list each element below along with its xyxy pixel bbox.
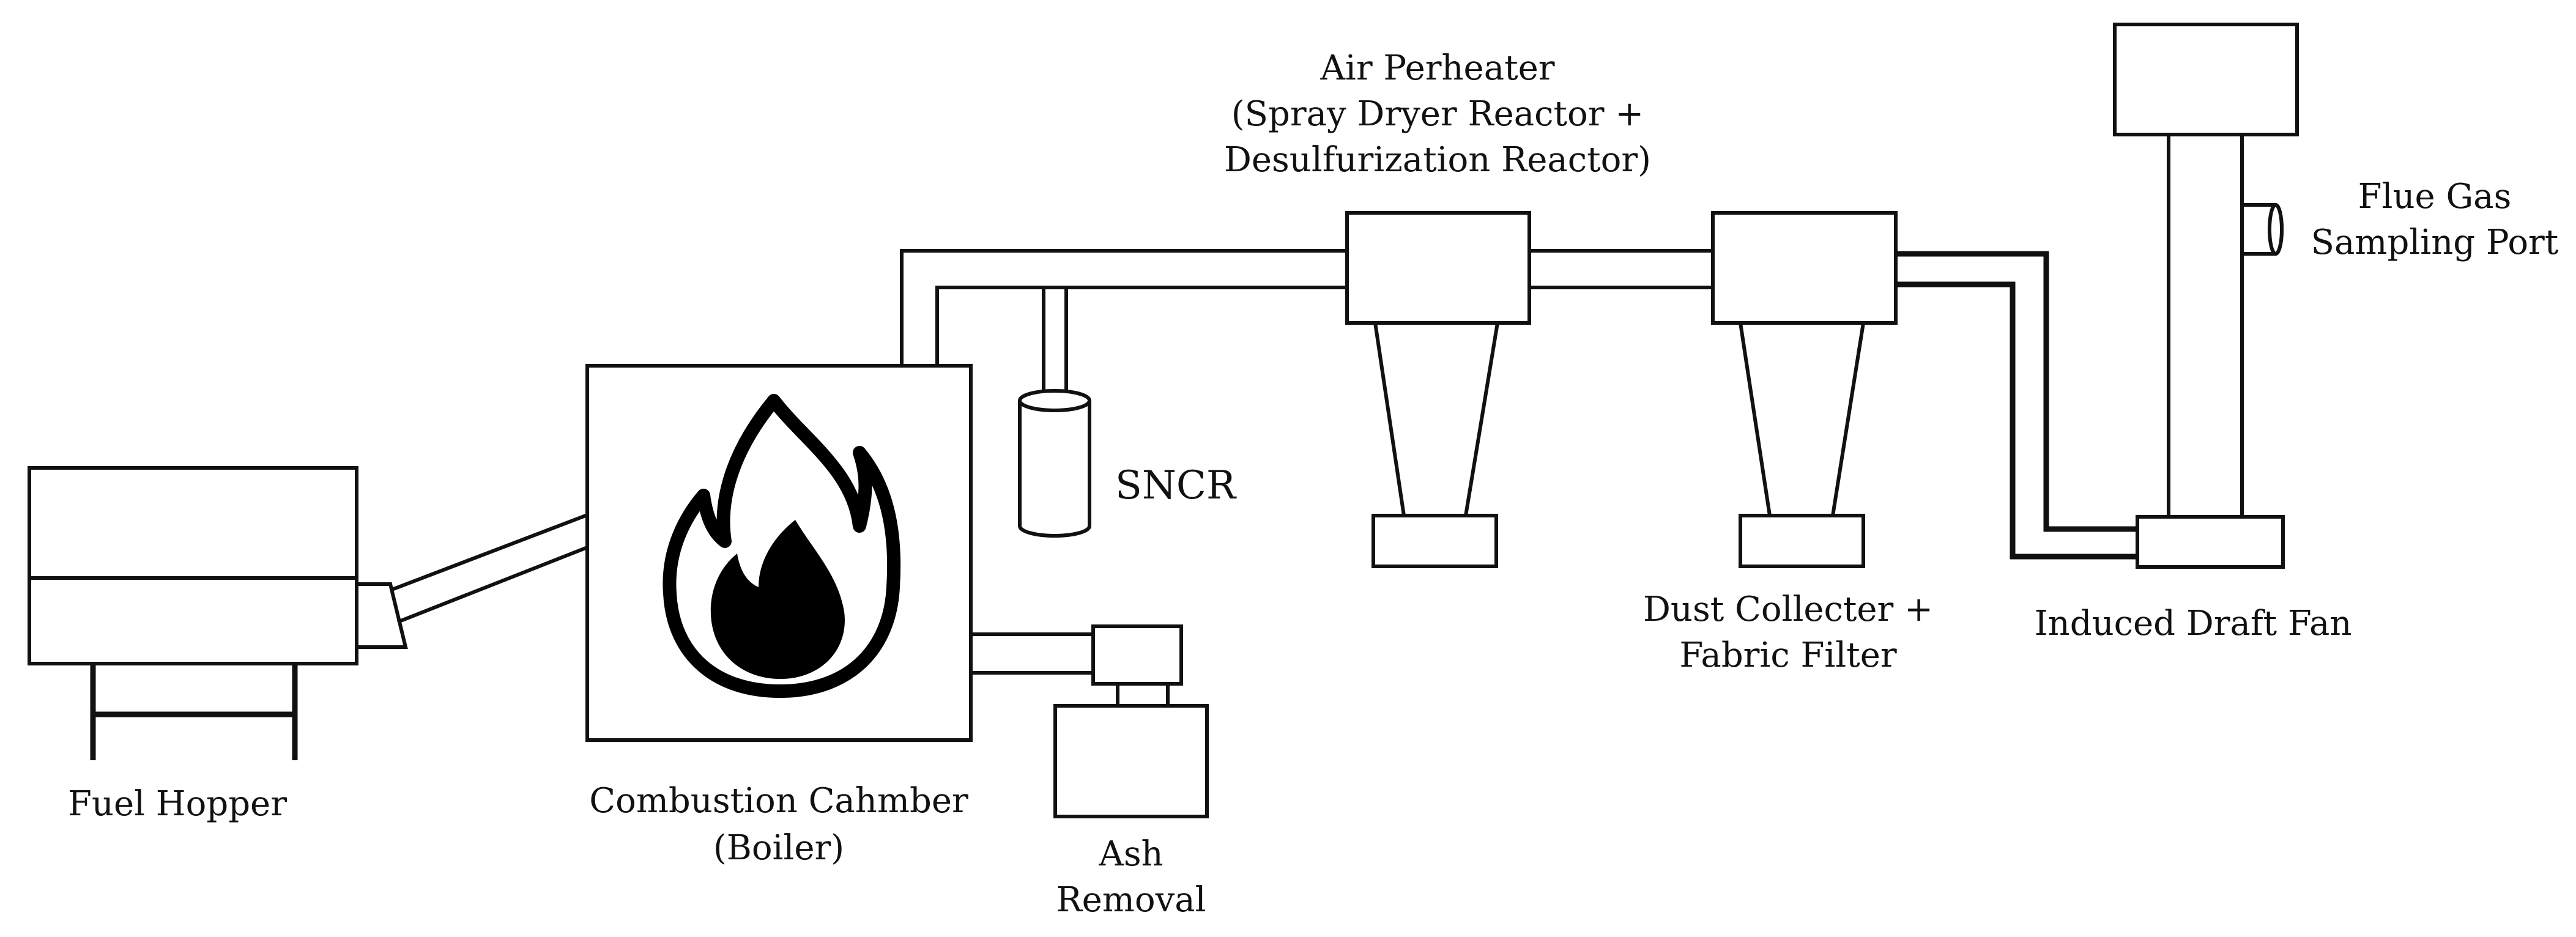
fuel-hopper-nozzle: [355, 582, 408, 649]
air-preheater: [1345, 211, 1531, 568]
preheater-to-collector-duct: [1529, 249, 1713, 289]
fan-duct-inner: [1896, 281, 2137, 560]
ash-container: [1053, 704, 1209, 818]
air-preheater-cone-right: [1464, 322, 1499, 516]
exhaust-duct: [900, 249, 1347, 366]
fuel-hopper-label: Fuel Hopper: [68, 784, 287, 824]
sncr-tank-top: [1018, 389, 1091, 412]
ash-removal-label-line1: Ash: [1098, 834, 1163, 874]
flame-inner: [710, 520, 845, 680]
ash-removal: [971, 624, 1209, 818]
dust-collector-box: [1711, 211, 1898, 325]
fuel-hopper: [28, 466, 408, 760]
dust-collector-hopper: [1739, 514, 1865, 568]
fuel-hopper-body: [28, 466, 358, 665]
fan-duct-outer: [1896, 251, 2137, 532]
air-preheater-box: [1345, 211, 1531, 325]
ash-removal-label-line2: Removal: [1056, 880, 1206, 920]
air-preheater-label-line3: Desulfurization Reactor): [1224, 140, 1651, 180]
sampling-port-label-line2: Sampling Port: [2311, 223, 2559, 262]
sncr-tank-body: [1018, 401, 1091, 538]
collector-to-fan-duct: [1896, 251, 2137, 560]
sncr-unit: [1018, 287, 1091, 538]
dust-collector: [1711, 211, 1898, 568]
dust-collector-cone-right: [1831, 322, 1865, 516]
air-preheater-label-line1: Air Perheater: [1320, 48, 1554, 88]
sampling-port: [2240, 203, 2284, 256]
air-preheater-label-line2: (Spray Dryer Reactor +: [1231, 94, 1644, 134]
dust-collector-label-line2: Fabric Filter: [1679, 635, 1896, 675]
combustion-chamber-label-line2: (Boiler): [713, 828, 844, 868]
fuel-feed-pipe-bottom: [396, 546, 588, 624]
air-preheater-hopper: [1372, 514, 1498, 568]
fuel-feed-pipe-top: [389, 513, 588, 592]
flame-icon: [663, 394, 901, 698]
stack: [2113, 23, 2299, 519]
combustion-chamber: [585, 364, 973, 742]
fuel-feed-pipe: [389, 513, 588, 624]
dust-collector-label-line1: Dust Collecter +: [1643, 590, 1933, 629]
ash-conveyor-head: [1091, 624, 1183, 686]
ash-conveyor-neck: [1116, 682, 1170, 708]
dust-collector-cone-left: [1739, 322, 1772, 516]
induced-draft-fan: [2136, 515, 2285, 569]
air-preheater-cone-left: [1373, 322, 1406, 516]
induced-draft-fan-label: Induced Draft Fan: [2035, 604, 2352, 643]
combustion-chamber-label-line1: Combustion Cahmber: [589, 781, 968, 821]
sampling-port-label-line1: Flue Gas: [2358, 177, 2512, 217]
stack-top: [2113, 23, 2299, 136]
sncr-label: SNCR: [1115, 463, 1237, 508]
stack-column: [2167, 133, 2244, 519]
exhaust-duct-inner: [935, 286, 1347, 366]
sampling-port-opening: [2268, 203, 2284, 256]
exhaust-duct-outer: [900, 249, 1347, 366]
